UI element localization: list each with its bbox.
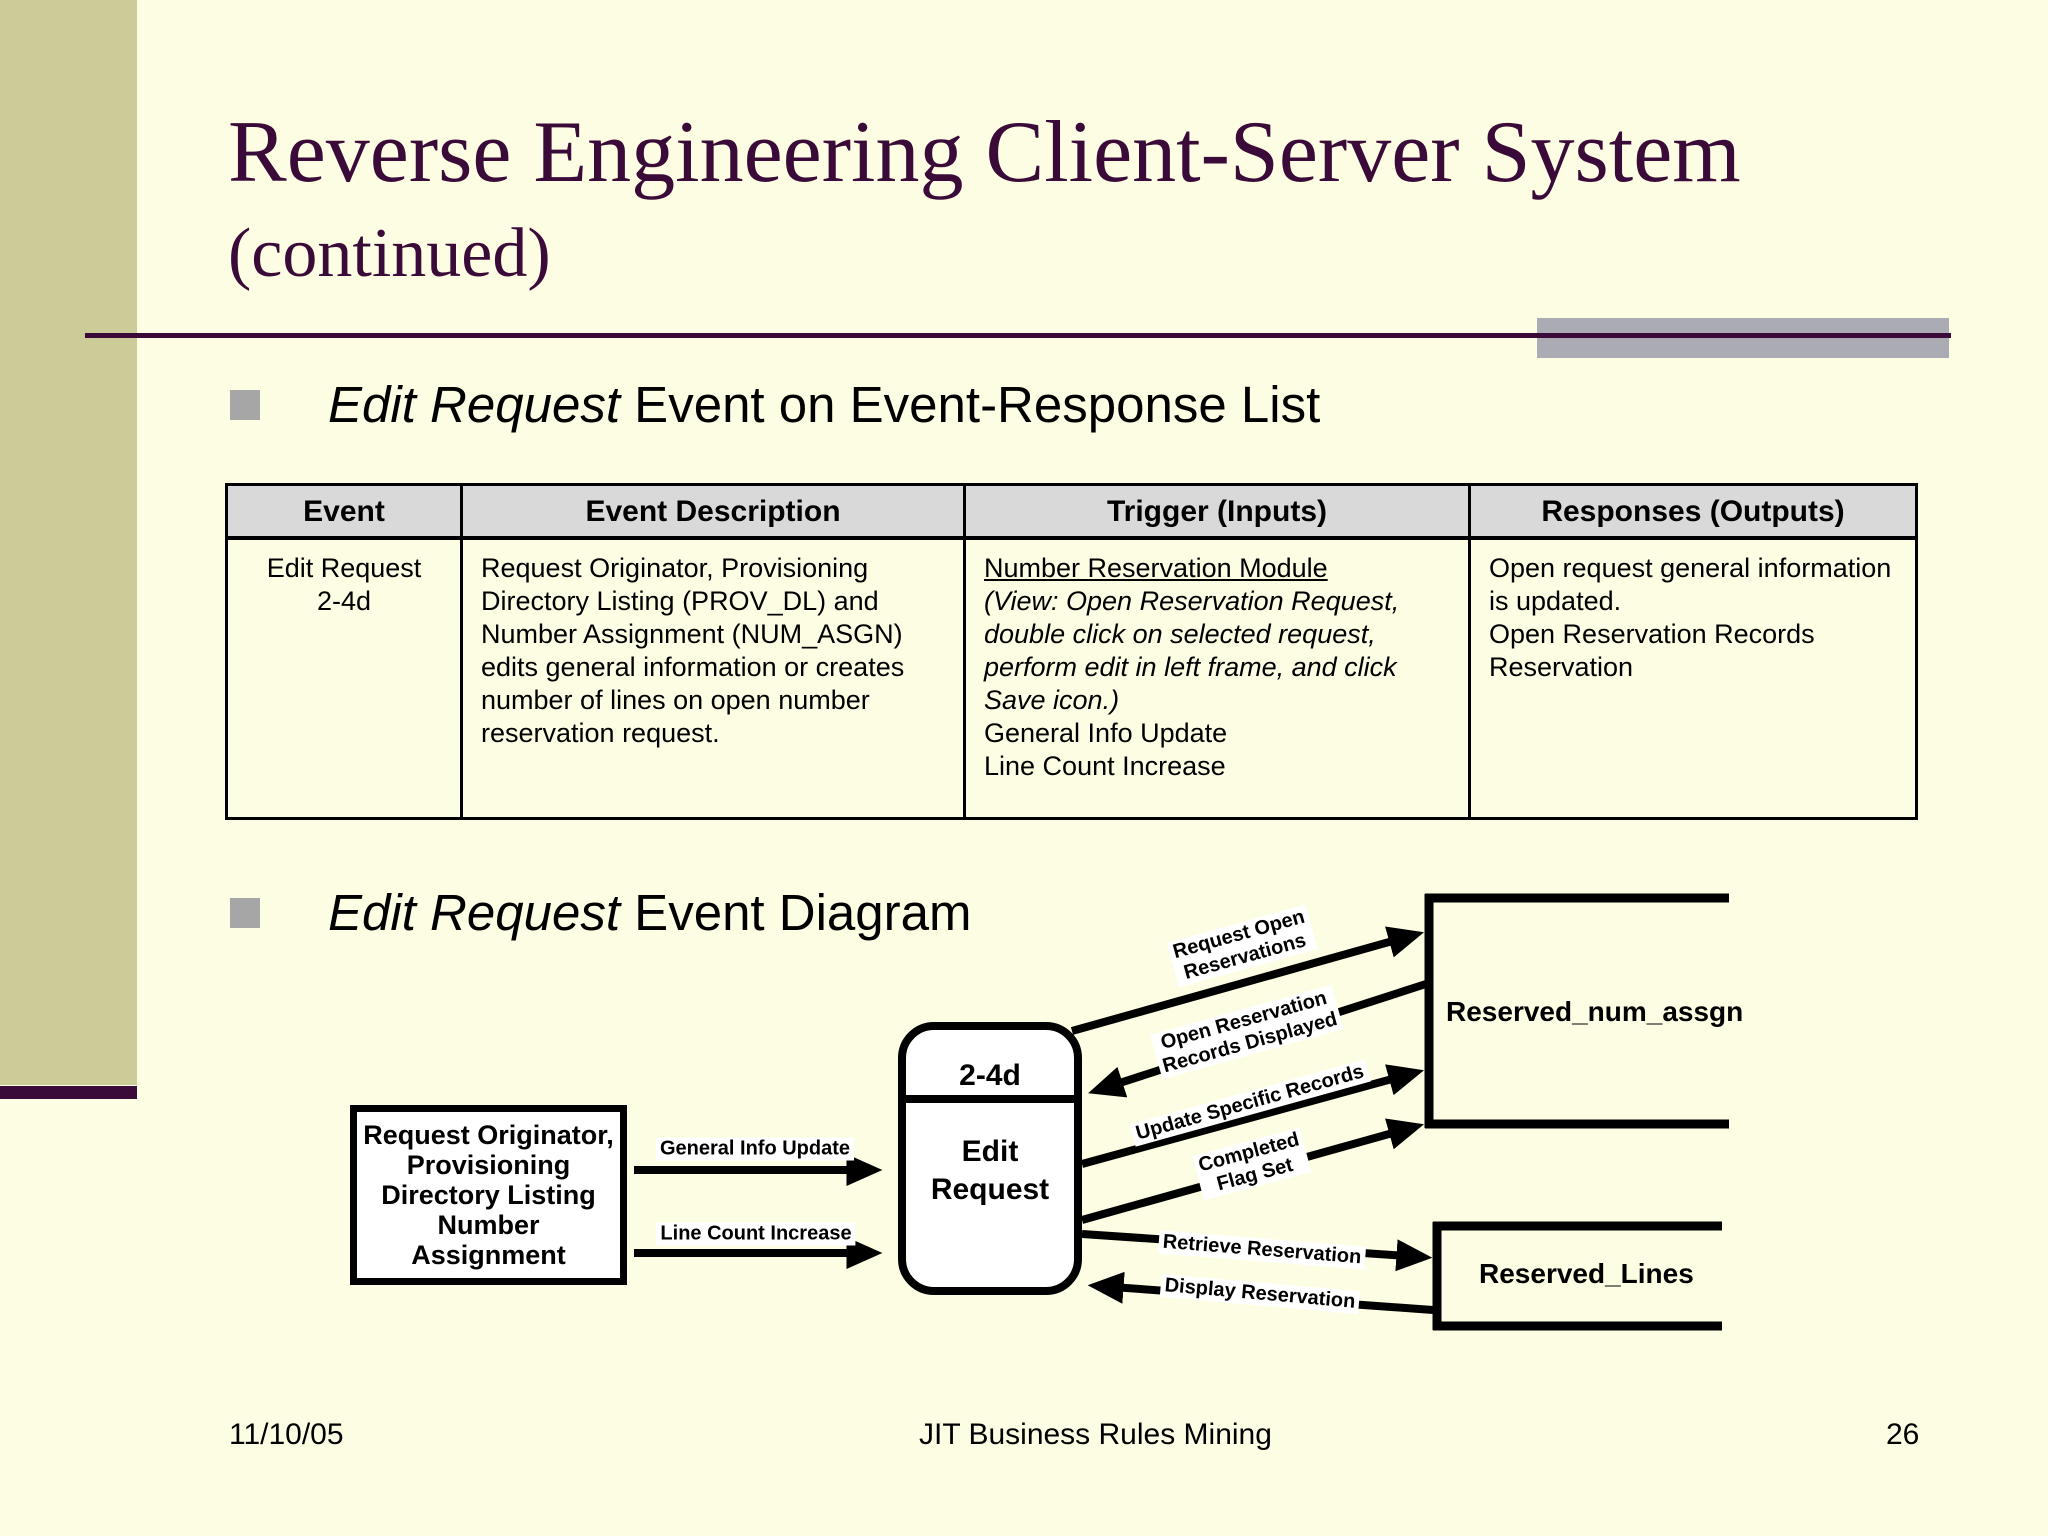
table-row: Edit Request 2-4d Request Originator, Pr… [225, 536, 1918, 820]
trigger-item: General Info Update [984, 718, 1228, 748]
cell-responses: Open request general information is upda… [1468, 536, 1918, 820]
cell-event: Edit Request 2-4d [225, 536, 463, 820]
event-response-table: Event Event Description Trigger (Inputs)… [225, 483, 1918, 820]
col-header-trigger: Trigger (Inputs) [963, 483, 1471, 540]
col-header-responses: Responses (Outputs) [1468, 483, 1918, 540]
title-accent-bar [1537, 318, 1949, 358]
title-line-2: (continued) [228, 215, 551, 292]
entity-line: Request Originator, [363, 1120, 614, 1150]
col-header-event: Event [225, 483, 463, 540]
bullet-square [230, 898, 260, 928]
bullet-1-rest: Event on Event-Response List [620, 376, 1321, 433]
sidebar-bottom-accent [0, 1086, 137, 1099]
external-entity-box: Request Originator, Provisioning Directo… [350, 1105, 627, 1285]
event-name: Edit Request [266, 553, 422, 583]
footer-title: JIT Business Rules Mining [919, 1418, 1272, 1451]
flow-label-retrieve-reservation: Retrieve Reservation [1157, 1230, 1367, 1270]
col-header-description: Event Description [460, 483, 966, 540]
bullet-1-italic: Edit Request [328, 376, 621, 433]
footer-date: 11/10/05 [229, 1418, 344, 1451]
datastore-reserved-lines-label: Reserved_Lines [1479, 1258, 1694, 1289]
trigger-module: Number Reservation Module [984, 553, 1328, 583]
flow-label-completed-flag-set: Completed Flag Set [1192, 1127, 1312, 1201]
flow-label-general-info-update: General Info Update [655, 1137, 855, 1161]
bullet-2: Edit Request Event Diagram [328, 885, 972, 941]
responses-text-2: Open Reservation Records Reservation [1489, 619, 1815, 682]
responses-text-1: Open request general information is upda… [1489, 553, 1892, 616]
flow-label-open-reservation-records-displayed: Open Reservation Records Displayed [1150, 984, 1344, 1080]
bullet-2-rest: Event Diagram [620, 884, 972, 941]
entity-line: Provisioning [406, 1150, 571, 1180]
trigger-item: Line Count Increase [984, 751, 1226, 781]
entity-line: Directory Listing [381, 1180, 596, 1210]
bullet-2-italic: Edit Request [328, 884, 621, 941]
event-id: 2-4d [316, 586, 372, 616]
bullet-1: Edit Request Event on Event-Response Lis… [328, 377, 1320, 433]
flow-label-request-open-reservations: Request Open Reservations [1166, 904, 1318, 988]
flow-label-display-reservation: Display Reservation [1159, 1273, 1361, 1315]
title-line-1: Reverse Engineering Client-Server System [228, 104, 1741, 201]
datastore-reserved-num-assgn-label: Reserved_num_assgn [1446, 996, 1744, 1027]
footer-page-number: 26 [1886, 1418, 1920, 1451]
sidebar-bar [0, 0, 137, 1085]
process-id: 2-4d [959, 1059, 1021, 1092]
title-separator-line [85, 333, 1951, 338]
cell-trigger: Number Reservation Module (View: Open Re… [963, 536, 1471, 820]
entity-line: Number Assignment [411, 1210, 566, 1270]
trigger-note: (View: Open Reservation Request, double … [984, 586, 1400, 715]
process-name: Edit Request [930, 1135, 1050, 1206]
cell-description: Request Originator, Provisioning Directo… [460, 536, 966, 820]
process-divider [906, 1095, 1074, 1103]
flow-label-line-count-increase: Line Count Increase [656, 1222, 856, 1246]
bullet-square [230, 390, 260, 420]
table-header-row: Event Event Description Trigger (Inputs)… [225, 483, 1918, 540]
page-title: Reverse Engineering Client-Server System… [228, 100, 1741, 302]
process-box-edit-request: 2-4d Edit Request [898, 1022, 1082, 1295]
